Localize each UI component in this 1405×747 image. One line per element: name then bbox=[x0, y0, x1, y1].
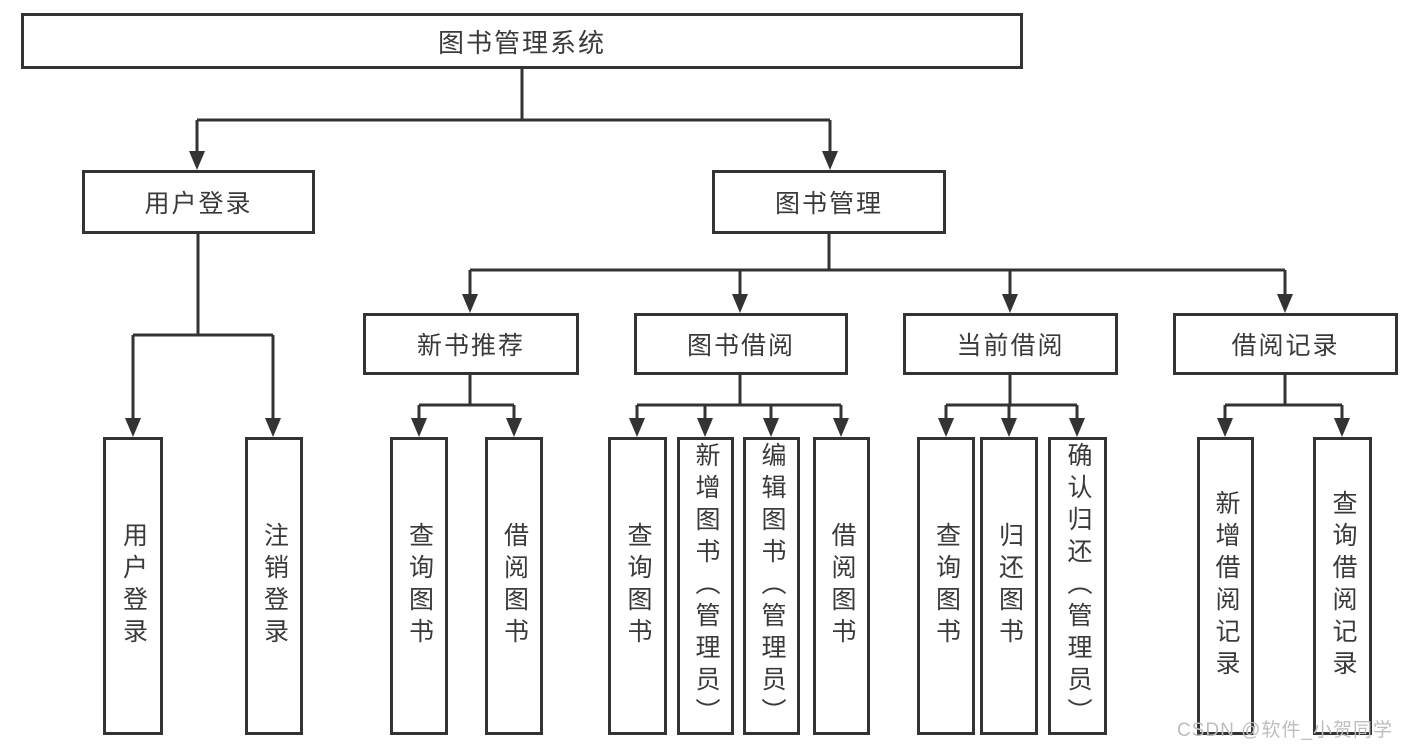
leaf-user-login: 用户登录 bbox=[103, 437, 163, 735]
leaf-logout: 注销登录 bbox=[245, 437, 303, 735]
node-book-borrow: 图书借阅 bbox=[634, 313, 848, 375]
leaf-edit-books-admin: 编辑图书（管理员） bbox=[743, 437, 800, 735]
node-user-login: 用户登录 bbox=[82, 170, 315, 234]
csdn-watermark: CSDN @软件_小贺同学 bbox=[1177, 720, 1393, 741]
leaf-query-borrow-record: 查询借阅记录 bbox=[1313, 437, 1372, 735]
node-library-management-system: 图书管理系统 bbox=[21, 13, 1023, 69]
leaf-add-borrow-record: 新增借阅记录 bbox=[1197, 437, 1254, 735]
leaf-confirm-return-admin: 确认归还（管理员） bbox=[1048, 437, 1107, 735]
node-new-book-recommend: 新书推荐 bbox=[363, 313, 579, 375]
leaf-borrow-books: 借阅图书 bbox=[813, 437, 870, 735]
leaf-query-books-current: 查询图书 bbox=[917, 437, 975, 735]
leaf-add-books-admin: 新增图书（管理员） bbox=[677, 437, 734, 735]
leaf-return-books: 归还图书 bbox=[980, 437, 1038, 735]
node-book-management: 图书管理 bbox=[712, 170, 946, 234]
node-current-borrow: 当前借阅 bbox=[903, 313, 1118, 375]
node-borrow-record: 借阅记录 bbox=[1173, 313, 1398, 375]
leaf-borrow-books-recommend: 借阅图书 bbox=[485, 437, 543, 735]
leaf-query-books-borrow: 查询图书 bbox=[608, 437, 667, 735]
leaf-query-books-recommend: 查询图书 bbox=[390, 437, 448, 735]
